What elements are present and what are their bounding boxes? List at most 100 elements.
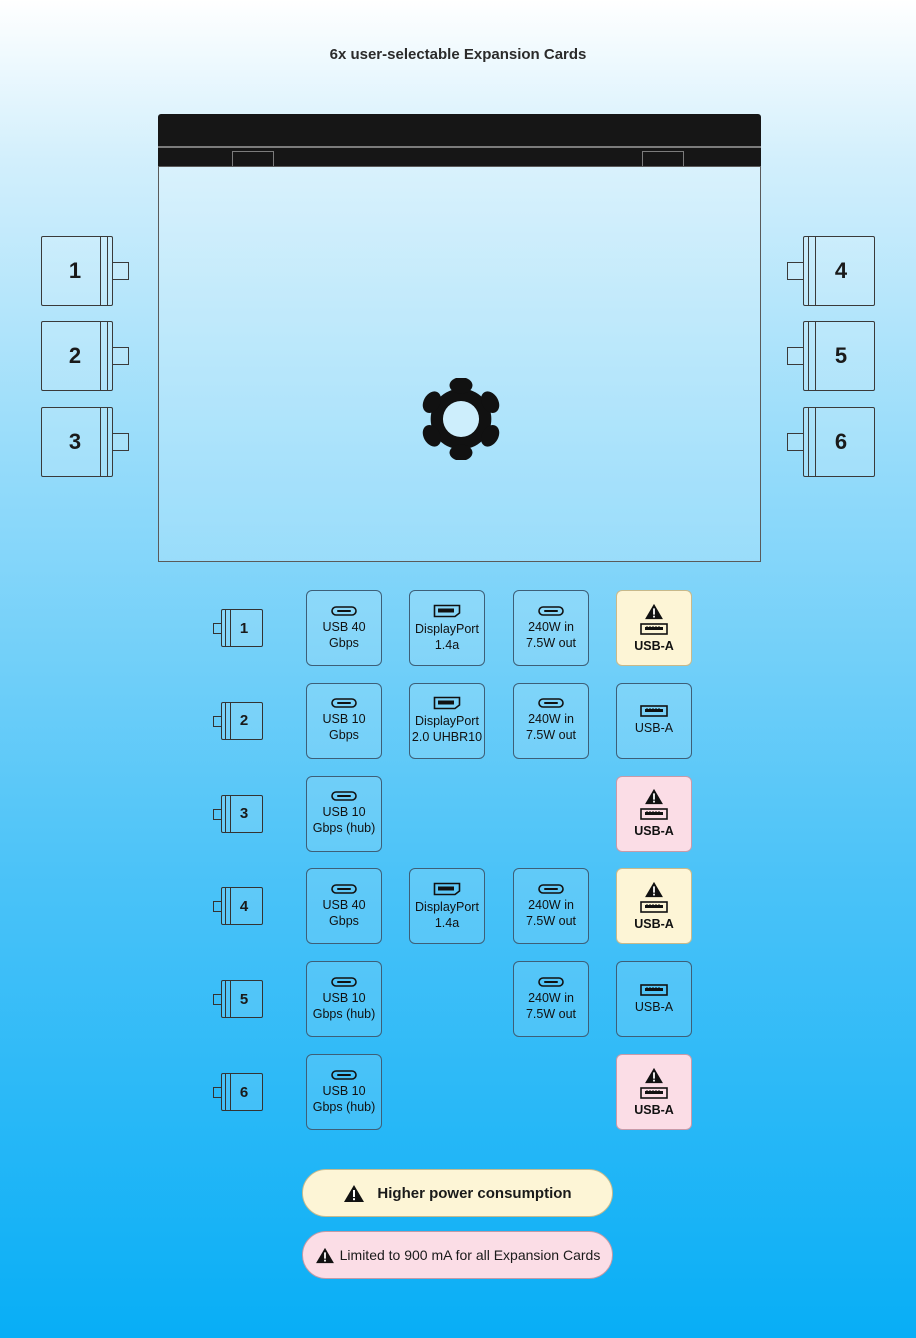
- slot-number: 3: [239, 805, 249, 823]
- card-connector: [113, 433, 129, 451]
- row-slot-label-4: 4: [213, 887, 263, 926]
- warning-icon: [644, 603, 664, 623]
- slot-number: 1: [239, 619, 249, 637]
- port-cell-usb-c: USB 10 Gbps: [306, 682, 382, 759]
- expansion-card-slot-4: 4: [787, 236, 875, 306]
- port-cell-displayport: DisplayPort 1.4a: [409, 868, 485, 945]
- displayport-icon: [433, 882, 461, 899]
- port-cell-displayport: DisplayPort 2.0 UHBR10: [409, 682, 485, 759]
- usb-a-icon: [640, 622, 668, 638]
- legend-higher-power: Higher power consumption: [302, 1169, 613, 1217]
- port-cell-usb-a: USB-A: [616, 961, 692, 1038]
- usb-c-icon: [538, 976, 564, 990]
- usb-c-icon: [331, 605, 357, 619]
- card-edge-lines: [100, 237, 108, 305]
- card-edge-lines: [225, 795, 231, 832]
- card-connector: [213, 808, 222, 820]
- card-connector: [213, 1087, 222, 1098]
- usb-a-icon: [640, 983, 668, 999]
- card-connector: [213, 994, 222, 1006]
- page-title: 6x user-selectable Expansion Cards: [329, 46, 587, 63]
- port-label: DisplayPort 1.4a: [415, 899, 479, 930]
- port-label: 240W in 7.5W out: [525, 619, 577, 650]
- port-label: USB-A: [634, 999, 674, 1014]
- port-label: 240W in 7.5W out: [525, 712, 577, 743]
- usb-a-icon: [640, 1086, 668, 1102]
- port-label: 240W in 7.5W out: [525, 897, 577, 928]
- card-connector: [213, 623, 222, 634]
- card-edge-lines: [808, 408, 816, 476]
- row-slot-label-5: 5: [213, 980, 263, 1019]
- card-edge-lines: [808, 237, 816, 305]
- port-label: DisplayPort 2.0 UHBR10: [411, 714, 483, 745]
- port-label: USB-A: [634, 824, 674, 839]
- port-cell-usb-c: 240W in 7.5W out: [513, 590, 589, 666]
- port-label: USB-A: [634, 638, 674, 653]
- expansion-card-slot-1: 1: [41, 236, 129, 306]
- port-label: USB 10 Gbps (hub): [312, 1083, 376, 1114]
- usb-c-icon: [331, 884, 357, 897]
- port-cell-usb-a: USB-A: [616, 775, 692, 852]
- slot-number: 3: [68, 429, 82, 454]
- card-connector: [113, 347, 129, 365]
- card-connector: [787, 347, 803, 365]
- usb-c-icon: [538, 605, 564, 619]
- gear-icon: [422, 378, 500, 460]
- slot-number: 6: [239, 1083, 249, 1101]
- expansion-card-slot-3: 3: [41, 407, 129, 477]
- usb-c-icon: [331, 976, 357, 990]
- card-connector: [213, 901, 222, 913]
- slot-number: 4: [239, 897, 249, 915]
- port-label: USB 40 Gbps: [322, 897, 366, 928]
- warning-icon: [644, 1067, 664, 1087]
- legend-higher-power-label: Higher power consumption: [377, 1184, 572, 1202]
- laptop-body: [158, 166, 761, 562]
- slot-number: 4: [834, 258, 848, 283]
- warning-icon: [344, 1184, 365, 1202]
- port-label: USB 10 Gbps (hub): [312, 990, 376, 1021]
- row-slot-label-6: 6: [213, 1073, 263, 1111]
- legend-limited-label: Limited to 900 mA for all Expansion Card…: [339, 1247, 601, 1263]
- laptop-diagram: [158, 114, 761, 562]
- warning-icon: [644, 788, 664, 808]
- usb-a-icon: [640, 808, 668, 823]
- port-label: 240W in 7.5W out: [525, 990, 577, 1021]
- card-edge-lines: [225, 702, 231, 739]
- displayport-icon: [433, 696, 461, 713]
- port-cell-usb-c: USB 10 Gbps (hub): [306, 775, 382, 852]
- port-cell-usb-a: USB-A: [616, 1054, 692, 1130]
- slot-number: 2: [239, 712, 249, 730]
- expansion-card-slot-6: 6: [787, 407, 875, 477]
- slot-number: 5: [239, 990, 249, 1008]
- usb-c-icon: [331, 791, 357, 804]
- usb-c-icon: [538, 698, 564, 711]
- usb-a-icon: [640, 705, 668, 720]
- slot-number: 2: [68, 343, 82, 368]
- laptop-lid-edge: [158, 114, 761, 146]
- port-label: USB 10 Gbps: [322, 712, 366, 743]
- slot-number: 6: [834, 429, 848, 454]
- warning-icon: [315, 1247, 334, 1263]
- port-label: USB-A: [634, 916, 674, 931]
- card-edge-lines: [225, 1074, 231, 1110]
- legend-limited-current: Limited to 900 mA for all Expansion Card…: [302, 1231, 613, 1279]
- usb-c-icon: [538, 884, 564, 897]
- usb-a-icon: [640, 901, 668, 916]
- port-cell-usb-c: 240W in 7.5W out: [513, 961, 589, 1038]
- port-cell-usb-c: 240W in 7.5W out: [513, 868, 589, 945]
- port-cell-usb-c: USB 40 Gbps: [306, 590, 382, 666]
- displayport-icon: [433, 604, 461, 621]
- card-connector: [213, 715, 222, 727]
- port-cell-usb-c: USB 10 Gbps (hub): [306, 1054, 382, 1130]
- card-edge-lines: [100, 408, 108, 476]
- port-cell-usb-a: USB-A: [616, 868, 692, 945]
- port-cell-displayport: DisplayPort 1.4a: [409, 590, 485, 666]
- row-slot-label-3: 3: [213, 794, 263, 833]
- port-label: USB-A: [634, 1102, 674, 1117]
- expansion-card-slot-2: 2: [41, 321, 129, 391]
- laptop-hinge-notch-right: [642, 151, 684, 166]
- usb-c-icon: [331, 1069, 357, 1083]
- slot-number: 5: [834, 343, 848, 368]
- card-connector: [787, 262, 803, 280]
- port-cell-usb-c: USB 40 Gbps: [306, 868, 382, 945]
